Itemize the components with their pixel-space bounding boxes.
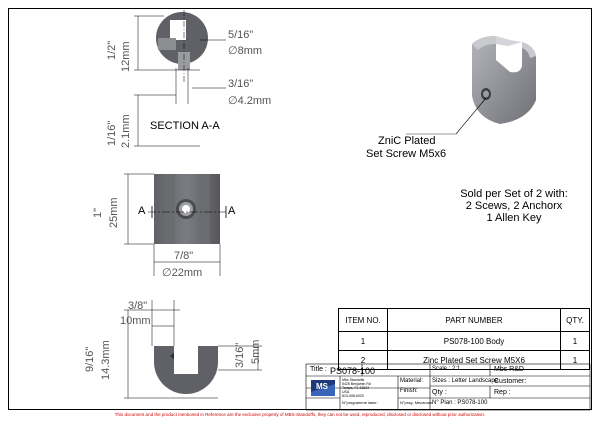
dim-slot-depth-mm: 5mm [250,339,262,364]
drawing-frame [8,8,592,410]
bom-row: 2 Zinc Plated Set Screw M5X6 1 [338,350,590,370]
title-value: PS078-100 [330,366,376,376]
address-line: USA [342,390,350,394]
isometric-view [406,36,536,135]
bom-row: 1 PS078-100 Body 1 [338,331,590,351]
customer: Customer: [494,378,527,385]
dim-slot-depth-fraction: 3/16" [234,342,246,368]
address-block: Mbs Standoffs 5425 Benjamin Rd Tampa, FL… [342,378,371,398]
bom-qty: 1 [560,331,590,351]
bom-part: PS078-100 Body [387,331,561,351]
dim-depth-fraction: 1/16" [106,120,118,146]
dim-height-fraction: 1/2" [106,40,118,60]
set-screw-section [158,38,176,50]
logo-text: MS [316,382,328,391]
dim-height-mm: 12mm [120,41,132,72]
dim-depth-mm: 2.1mm [120,114,132,148]
section-view [134,10,226,147]
dim-front-width-mm: ∅22mm [162,267,203,279]
bom-header-qty: QTY. [560,308,590,332]
note-line-1: Sold per Set of 2 with: [460,188,568,200]
dim-hole-mm: ∅4.2mm [228,95,272,107]
dim-bottom-height-fraction: 9/16" [84,346,96,372]
scale: Scale : 2:1 [432,366,461,372]
address-line: 813-908-6020 [342,394,364,398]
dim-front-height-fraction: 1" [92,207,104,218]
dim-bottom-width-mm: 10mm [120,315,151,327]
note-line-3: 1 Allen Key [486,212,542,224]
bottom-view [124,300,262,399]
plan-number: N° Plan : PS078-100 [432,400,488,406]
rep: Rep : [494,389,511,396]
prog: N°prog. Mecanum. [400,400,434,405]
address-line: Mbs Standoffs [342,378,365,382]
bom-part: Zinc Plated Set Screw M5X6 [387,350,561,370]
sales-note: Sold per Set of 2 with: 2 Scews, 2 Ancho… [436,188,592,224]
bom-qty: 1 [560,350,590,370]
company: Mbs R&D [494,366,524,373]
callout-line-1: ZniC Plated [378,135,436,147]
section-label: SECTION A-A [150,120,220,132]
screw-hole [182,205,190,213]
title-label: Title : [310,366,327,373]
sizes: Sizes : Letter Landscape [432,378,499,384]
address-line: Tampa, FL 33634 [342,386,370,390]
dim-bottom-height-mm: 14.3mm [100,340,112,380]
bom-item: 2 [338,350,388,370]
section-marker-right: A [228,205,236,217]
dim-hole-fraction: 3/16" [228,78,254,90]
dim-slot-mm: ∅8mm [228,45,263,57]
address-line: 5425 Benjamin Rd [342,382,371,386]
bill-of-materials: ITEM NO. PART NUMBER QTY. 1 PS078-100 Bo… [338,308,590,370]
section-marker-left: A [138,205,146,217]
front-view [124,173,227,276]
qty: Qty : [432,389,447,396]
company-logo [311,380,335,396]
bom-header-part: PART NUMBER [387,308,561,332]
bom-header-row: ITEM NO. PART NUMBER QTY. [338,308,590,332]
dim-front-width-fraction: 7/8" [174,250,194,262]
dim-bottom-width-fraction: 3/8" [128,300,148,312]
bom-item: 1 [338,331,388,351]
material: Material: [400,378,424,384]
finish: Finish: [400,388,418,394]
disclaimer: This document and the product mentioned … [114,412,486,417]
note-line-2: 2 Scews, 2 Anchorx [465,200,563,212]
bom-header-item: ITEM NO. [338,308,388,332]
dim-front-height-mm: 25mm [108,197,120,228]
programme: N°programme laser: [342,400,378,405]
callout-line-2: Set Screw M5x6 [366,148,447,160]
dim-slot-fraction: 5/16" [228,29,254,41]
